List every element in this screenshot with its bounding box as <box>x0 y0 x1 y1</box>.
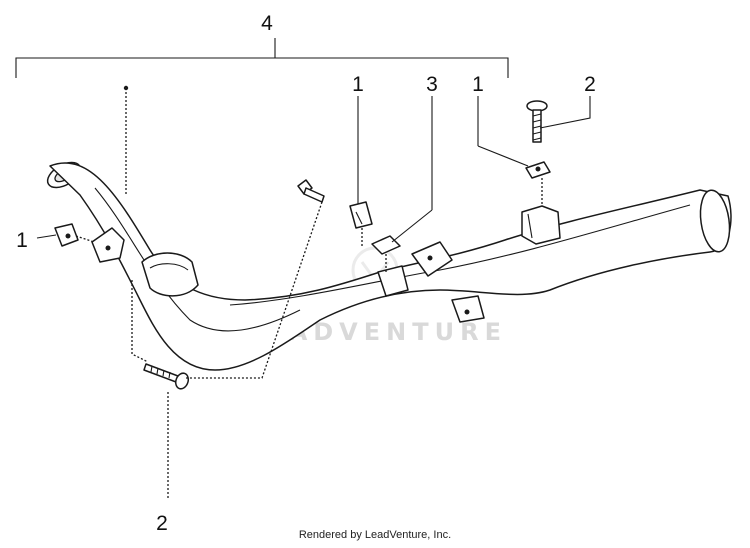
callout-top-clip-a: 1 <box>352 73 364 96</box>
leader-lines <box>36 96 591 498</box>
clip-part-top <box>349 201 373 229</box>
assembly-pointer <box>123 85 129 196</box>
callout-left-clip: 1 <box>16 229 28 252</box>
assembly-bracket <box>15 38 509 78</box>
callout-assembly: 4 <box>261 12 273 35</box>
screw-part-bottom <box>143 363 190 390</box>
screw-part-mid <box>297 179 325 203</box>
mounting-tab-center <box>377 241 453 297</box>
footer-credit: Rendered by LeadVenture, Inc. <box>299 529 451 541</box>
callout-labels: 4 1 1 3 1 2 2 <box>16 12 596 535</box>
callout-center-part: 3 <box>426 73 438 96</box>
mounting-tab-lower <box>451 295 485 323</box>
callout-bottom-screw: 2 <box>156 512 168 535</box>
washer-part-right <box>525 161 551 179</box>
mounting-tab-right <box>521 205 561 245</box>
frame-tube <box>46 161 732 371</box>
screw-part-top <box>526 100 548 143</box>
clip-part-left <box>54 223 79 247</box>
callout-top-screw: 2 <box>584 73 596 96</box>
callout-top-clip-b: 1 <box>472 73 484 96</box>
mounting-tab-left <box>91 227 125 263</box>
